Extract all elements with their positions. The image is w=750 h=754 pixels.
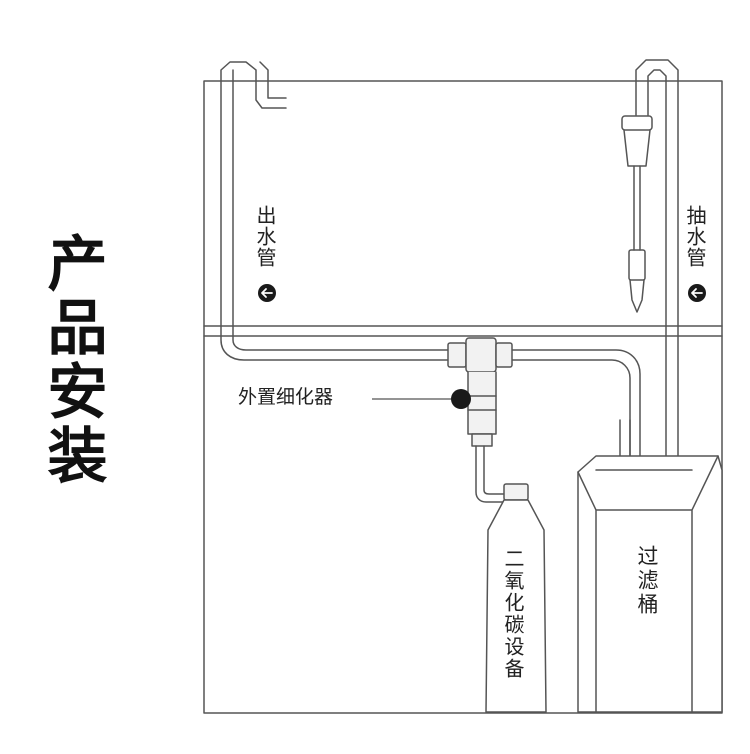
co2-tube-inner [483,445,505,495]
filter-canister [577,455,723,713]
tee-body [465,337,497,373]
diffuser-body [467,371,497,435]
arrow-left-icon [688,284,706,302]
tee-right-collar [495,342,513,368]
co2-bottle [485,499,547,713]
external-diffuser-label: 外置细化器 [238,386,334,408]
outlet-pipe [220,61,453,361]
intake-strainer [628,249,646,281]
intake-pipe-label: 抽水管 [683,205,707,268]
return-pipe [499,359,631,471]
aquarium-tank [203,80,723,714]
intake-pipe [635,59,679,471]
intake-tip [629,279,645,313]
outlet-pipe-label: 出水管 [253,205,277,268]
filter-canister-label: 过滤桶 [635,545,659,617]
return-pipe-inner [499,349,641,471]
diffuser-nozzle [471,433,493,447]
intake-tube [633,165,641,251]
outlet-pipe-inner-run [232,69,453,351]
intake-cap [621,115,653,131]
arrow-left-icon [258,284,276,302]
tank-water-line [203,325,723,337]
co2-tube [475,445,505,503]
outlet-pipe-inner [259,61,287,99]
diffuser-marker [451,389,471,409]
diffuser-rings [467,395,497,411]
intake-head [623,129,651,167]
filter-canister-edges [577,455,719,713]
co2-equipment-label: 二氧化碳设备 [501,548,525,680]
page-title: 产品安装 [37,232,107,488]
tee-left-collar [447,342,467,368]
co2-valve [503,483,529,501]
intake-pipe-inner [647,69,667,471]
